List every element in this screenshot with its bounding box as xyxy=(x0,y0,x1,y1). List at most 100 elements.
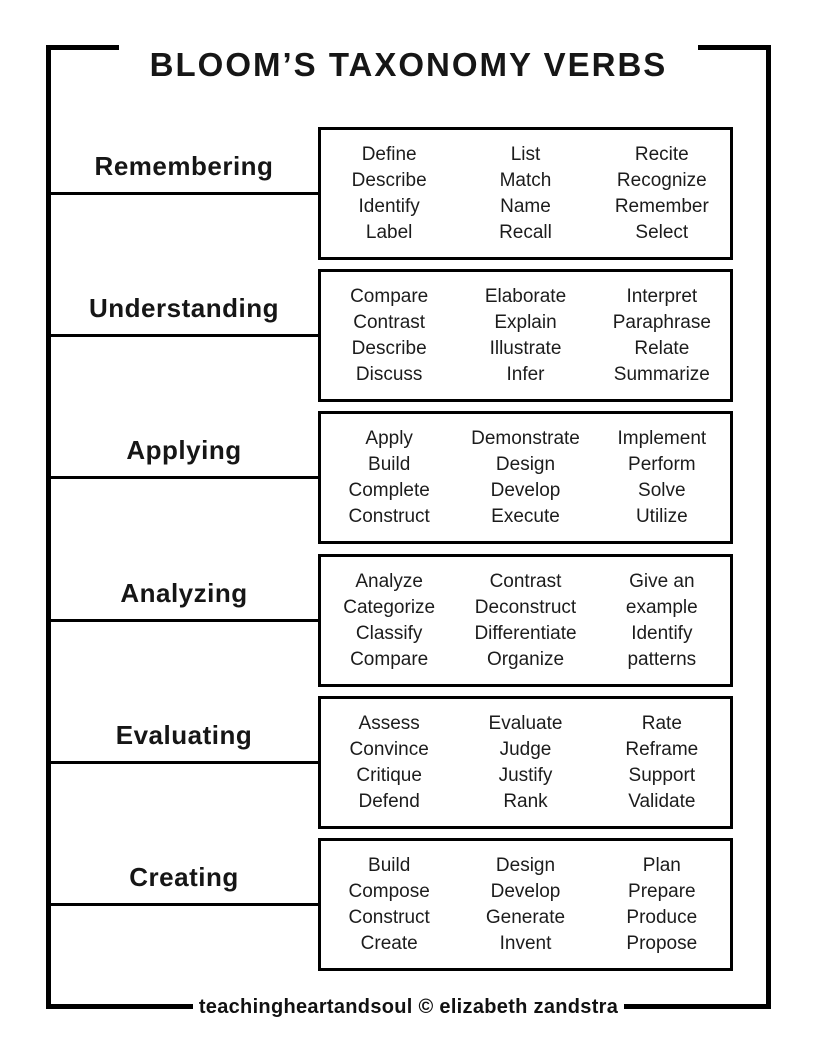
verb: Justify xyxy=(498,764,553,786)
verb: Propose xyxy=(626,932,698,954)
page-frame-left xyxy=(46,45,51,1009)
verb: Construct xyxy=(348,505,430,527)
verb: Develop xyxy=(490,479,561,501)
verb: Paraphrase xyxy=(612,311,711,333)
verb: Recognize xyxy=(616,169,707,191)
verb: Compare xyxy=(350,285,429,307)
verb: Construct xyxy=(348,906,430,928)
verb: Categorize xyxy=(343,596,436,618)
page-frame-bottom-left xyxy=(46,1004,193,1009)
verb: Rank xyxy=(503,790,548,812)
verb: Recall xyxy=(499,221,552,243)
verb: Develop xyxy=(490,880,561,902)
verb: Defend xyxy=(358,790,420,812)
page-frame-top-right xyxy=(698,45,771,50)
level-connector-line xyxy=(50,903,321,906)
level-connector-line xyxy=(50,619,321,622)
verb: example xyxy=(625,596,698,618)
verb: Interpret xyxy=(626,285,698,307)
verb: Identify xyxy=(358,195,420,217)
verb: Define xyxy=(361,143,417,165)
verb: Reframe xyxy=(625,738,699,760)
verb: Apply xyxy=(365,427,413,449)
verb: Name xyxy=(500,195,551,217)
verb: Prepare xyxy=(628,880,696,902)
level-connector-line xyxy=(50,761,321,764)
verb: Identify xyxy=(631,622,693,644)
page-frame-bottom-right xyxy=(624,1004,771,1009)
verb: Label xyxy=(365,221,413,243)
level-label: Evaluating xyxy=(115,720,253,750)
verb: Build xyxy=(368,453,411,475)
verb: Utilize xyxy=(635,505,688,527)
verb: Perform xyxy=(628,453,696,475)
verb: Deconstruct xyxy=(474,596,577,618)
verb: Describe xyxy=(351,169,427,191)
verb: Elaborate xyxy=(484,285,567,307)
verb: Design xyxy=(495,453,556,475)
verb: Design xyxy=(495,854,556,876)
verb: Critique xyxy=(356,764,422,786)
verb: Give an xyxy=(629,570,695,592)
verb: Generate xyxy=(485,906,566,928)
page-frame-right xyxy=(766,45,771,1009)
verb: Build xyxy=(368,854,411,876)
verb: Evaluate xyxy=(488,712,563,734)
verb: Compose xyxy=(348,880,430,902)
verb: Complete xyxy=(348,479,430,501)
verb: Match xyxy=(499,169,552,191)
verb: Convince xyxy=(349,738,429,760)
verb: Validate xyxy=(628,790,696,812)
verb: Compare xyxy=(350,648,429,670)
verb: Assess xyxy=(358,712,420,734)
verb: Select xyxy=(635,221,689,243)
verb: Infer xyxy=(506,363,545,385)
verb: Describe xyxy=(351,337,427,359)
verb: Relate xyxy=(634,337,690,359)
verb: Organize xyxy=(486,648,565,670)
verb: Illustrate xyxy=(489,337,562,359)
verb: Discuss xyxy=(355,363,423,385)
verb: Judge xyxy=(499,738,552,760)
verb: Produce xyxy=(626,906,698,928)
level-label: Understanding xyxy=(89,293,279,323)
verb: Demonstrate xyxy=(471,427,580,449)
level-label: Applying xyxy=(126,435,242,465)
footer-credit: teachingheartandsoul © elizabeth zandstr… xyxy=(198,996,619,1018)
level-label: Analyzing xyxy=(120,578,248,608)
level-connector-line xyxy=(50,476,321,479)
level-label: Remembering xyxy=(94,151,274,181)
page-frame-top-left xyxy=(46,45,119,50)
verb: Summarize xyxy=(613,363,710,385)
level-connector-line xyxy=(50,192,321,195)
page-title: BLOOM’S TAXONOMY VERBS xyxy=(149,46,668,83)
verb: Execute xyxy=(491,505,560,527)
